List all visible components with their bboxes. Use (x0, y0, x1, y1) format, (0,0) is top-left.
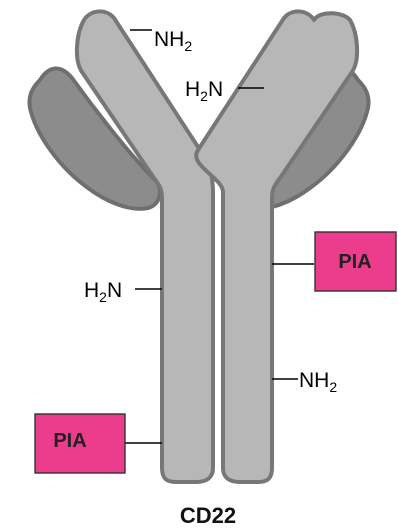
h2n-mid-label: H2N (84, 279, 122, 305)
nh2-bottom-label: NH2 (299, 369, 337, 395)
pia-label-left: PIA (53, 430, 86, 452)
diagram-caption: CD22 (180, 503, 236, 528)
h2n-top-label: H2N (185, 78, 223, 104)
pia-label-right: PIA (338, 251, 371, 273)
nh2-top-label: NH2 (154, 28, 192, 54)
